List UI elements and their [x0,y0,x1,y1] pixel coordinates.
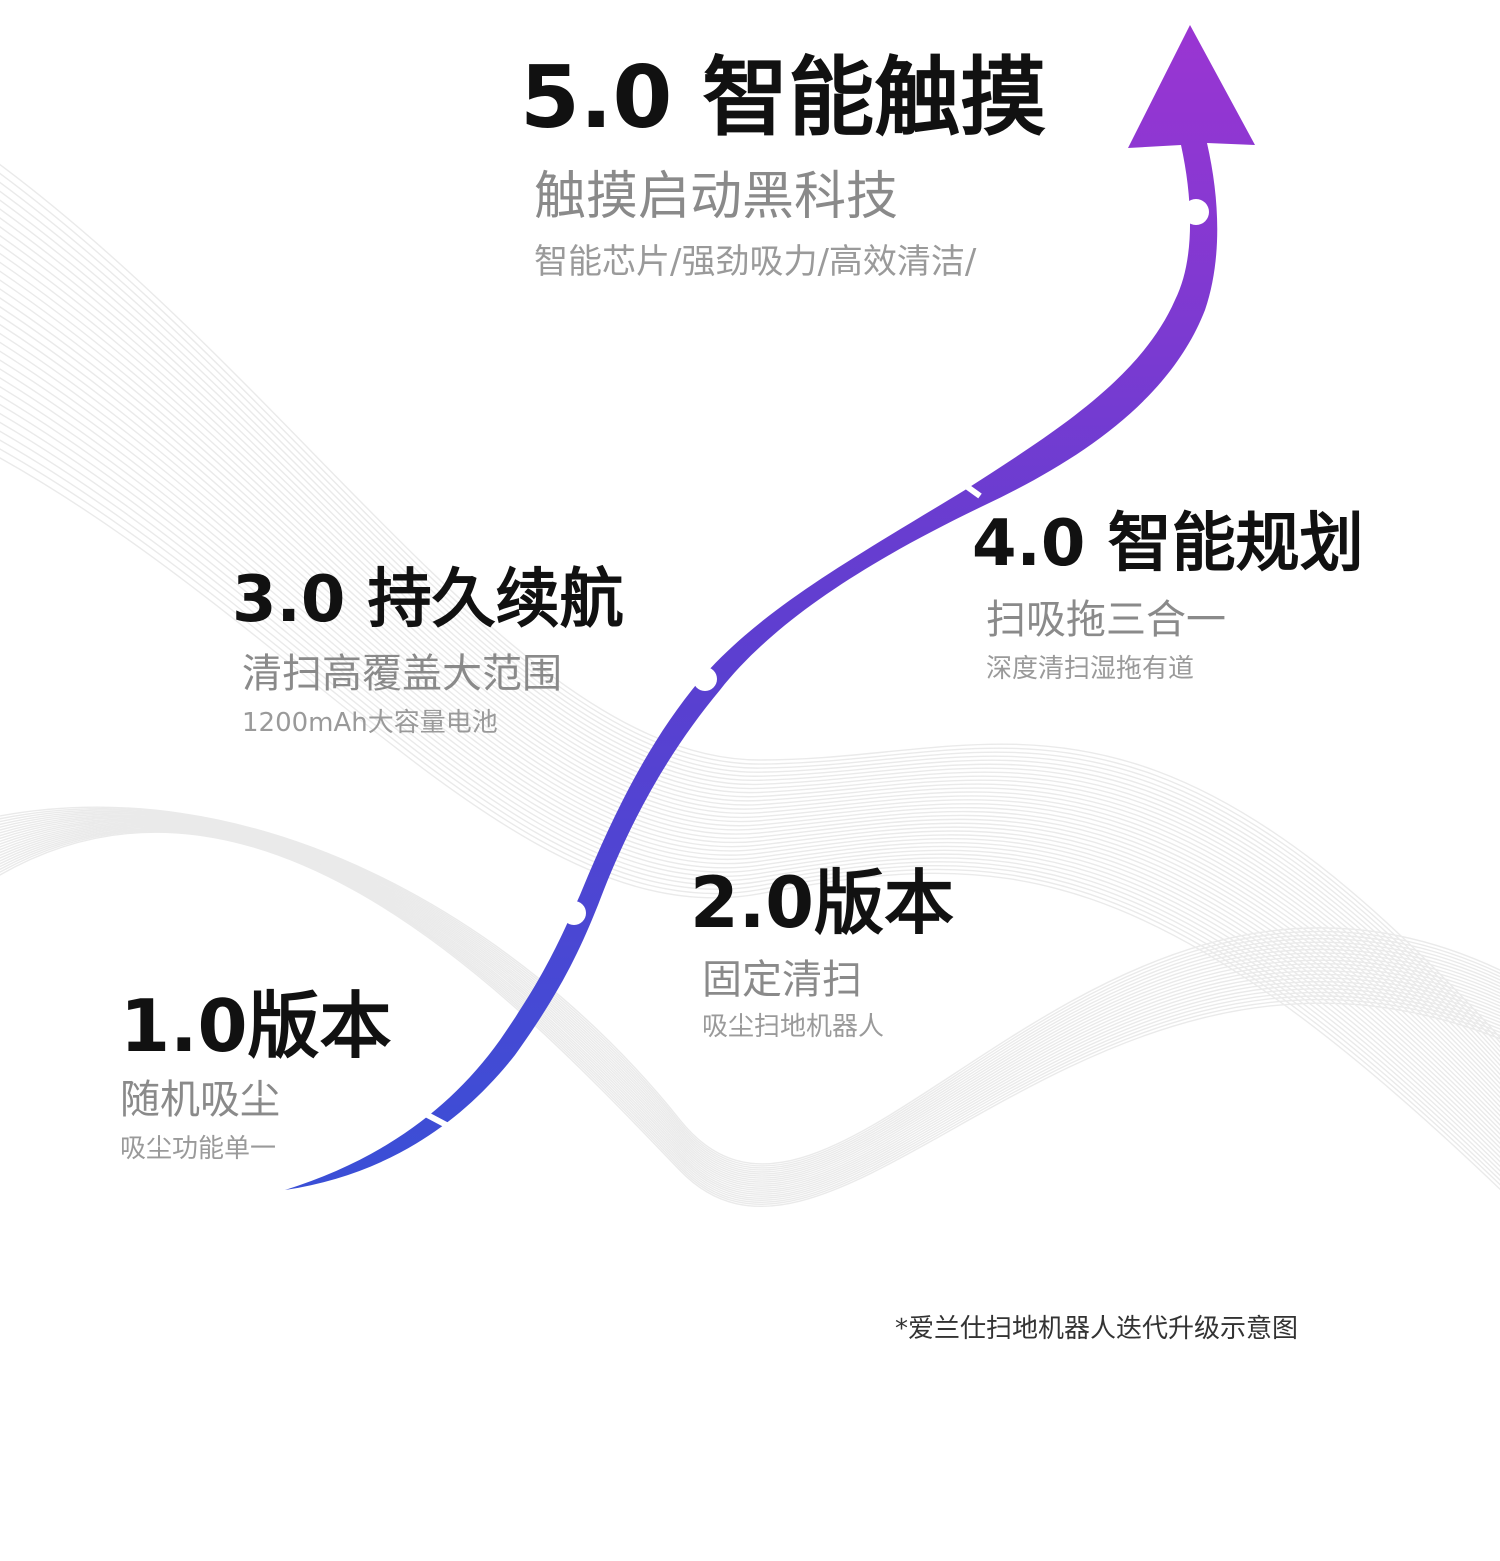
stage-4-title: 4.0 智能规划 [972,512,1364,576]
milestone-dot [562,901,586,925]
stage-5-desc: 智能芯片/强劲吸力/高效清洁/ [520,245,1046,279]
stage-1-block: 1.0版本 随机吸尘 吸尘功能单一 [120,990,392,1162]
stage-3-subtitle: 清扫高覆盖大范围 [232,654,624,694]
stage-5-subtitle: 触摸启动黑科技 [520,171,1046,223]
stage-2-block: 2.0版本 固定清扫 吸尘扫地机器人 [690,868,954,1040]
stage-1-desc: 吸尘功能单一 [120,1136,392,1162]
stage-1-title: 1.0版本 [120,990,392,1062]
stage-3-desc: 1200mAh大容量电池 [232,710,624,736]
stage-1-subtitle: 随机吸尘 [120,1080,392,1120]
stage-4-desc: 深度清扫湿拖有道 [972,656,1364,682]
stage-5-title: 5.0 智能触摸 [520,55,1046,141]
stage-3-block: 3.0 持久续航 清扫高覆盖大范围 1200mAh大容量电池 [232,568,624,736]
stage-4-block: 4.0 智能规划 扫吸拖三合一 深度清扫湿拖有道 [972,512,1364,682]
stage-3-title: 3.0 持久续航 [232,568,624,632]
stage-2-subtitle: 固定清扫 [690,960,954,1000]
stage-5-block: 5.0 智能触摸 触摸启动黑科技 智能芯片/强劲吸力/高效清洁/ [520,55,1046,279]
milestone-dot [1183,199,1209,225]
footnote: *爱兰仕扫地机器人迭代升级示意图 [895,1308,1298,1345]
milestone-dot [693,667,717,691]
stage-4-subtitle: 扫吸拖三合一 [972,600,1364,640]
stage-2-title: 2.0版本 [690,868,954,938]
stage-2-desc: 吸尘扫地机器人 [690,1014,954,1040]
